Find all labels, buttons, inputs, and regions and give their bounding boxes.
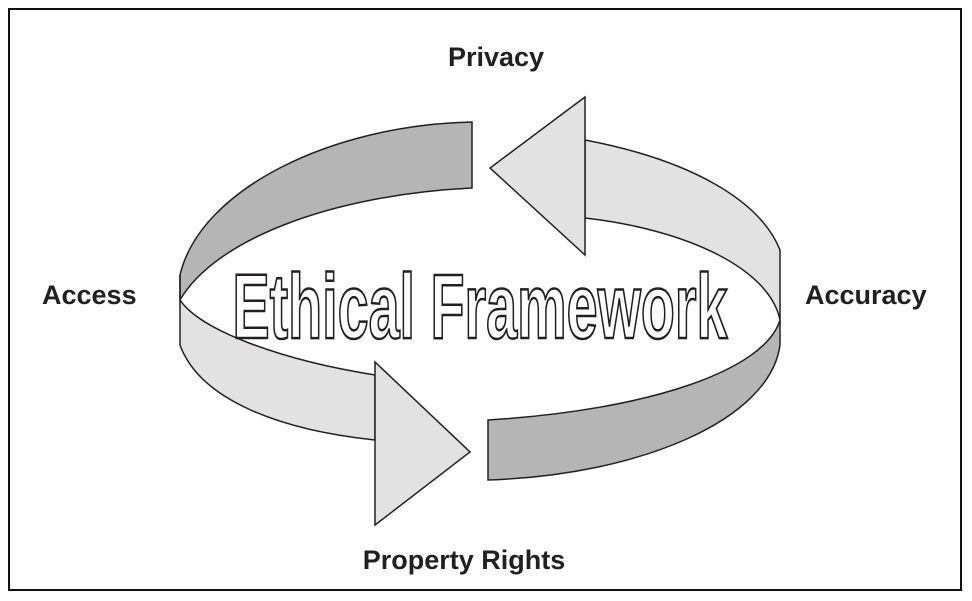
label-property-rights: Property Rights [362,545,566,575]
center-title: Ethical Framework [233,256,729,358]
band-bottom-right [487,319,781,481]
arrow-top [488,95,586,257]
diagram-frame [8,8,962,591]
arrow-bottom [374,360,472,527]
label-access: Access [42,280,137,310]
label-accuracy: Accuracy [805,280,927,310]
label-privacy: Privacy [447,42,545,72]
